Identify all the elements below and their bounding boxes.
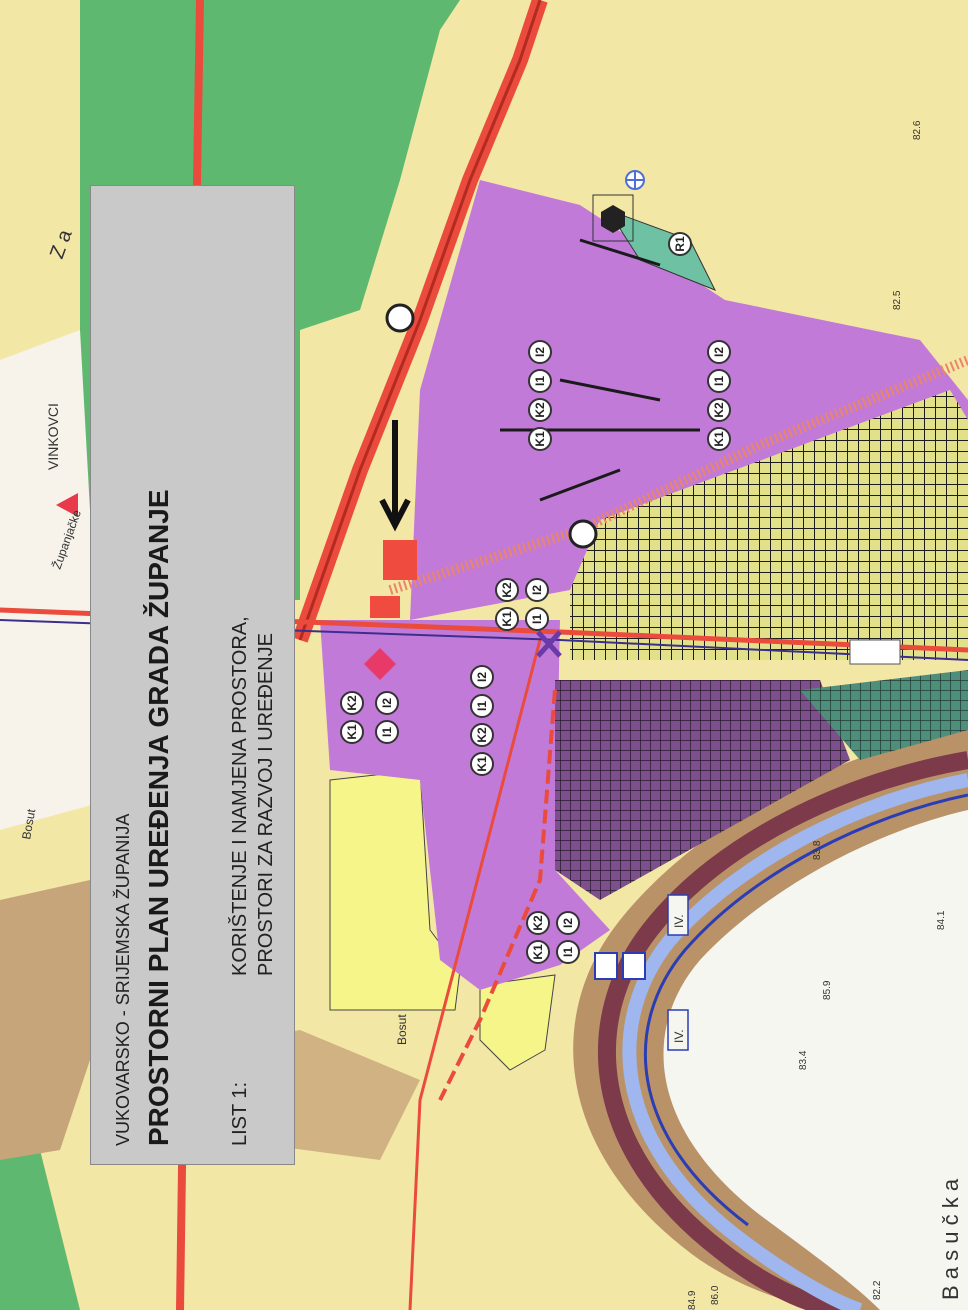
river-zone-tag-south <box>667 1009 689 1051</box>
zone-marker-i2[interactable]: I2 <box>707 340 731 364</box>
elevation-label: 86.0 <box>710 1285 721 1305</box>
development-area-teal <box>800 670 968 760</box>
zone-marker-k1[interactable]: K1 <box>495 607 519 631</box>
river-zone-label-north: IV. <box>672 914 686 928</box>
hexagon-frame <box>592 194 634 242</box>
zone-marker-i2[interactable]: I2 <box>375 691 399 715</box>
elevation-label: 82.2 <box>872 1280 883 1300</box>
brown-area <box>0 880 110 1160</box>
development-area-east <box>570 390 968 660</box>
industrial-zone-north <box>410 180 968 620</box>
urban-area-vinkovci <box>0 330 110 830</box>
river-zone-tag-north <box>667 894 689 936</box>
zone-marker-r1[interactable]: R1 <box>668 232 692 256</box>
place-basucka: B a s u č k a <box>938 1178 963 1300</box>
elevation-label: 83.4 <box>798 1050 809 1070</box>
hexagon-symbol[interactable] <box>601 205 625 233</box>
plan-title: PROSTORNI PLAN UREĐENJA GRADA ŽUPANJE <box>143 489 174 1146</box>
fuel-symbol-1[interactable] <box>383 540 417 580</box>
river-bosut <box>598 751 968 1310</box>
zone-marker-i2[interactable]: I2 <box>525 578 549 602</box>
zone-marker-k1[interactable]: K1 <box>526 940 550 964</box>
forest-area-left <box>0 1150 80 1310</box>
county-name: VUKOVARSKO - SRIJEMSKA ŽUPANIJA <box>113 813 133 1146</box>
elevation-label: 84.9 <box>687 1290 698 1310</box>
zone-marker-i1[interactable]: I1 <box>528 369 552 393</box>
elevation-label: 82.6 <box>912 120 923 140</box>
sheet-description-2: PROSTORI ZA RAZVOJ I UREĐENJE <box>255 632 277 976</box>
river-bosut-line <box>643 793 968 1227</box>
zone-marker-k1[interactable]: K1 <box>707 427 731 451</box>
elevation-label: 85.9 <box>822 980 833 1000</box>
roundabout-north[interactable] <box>385 303 415 333</box>
zone-marker-k2[interactable]: K2 <box>528 398 552 422</box>
zone-marker-k1[interactable]: K1 <box>340 720 364 744</box>
highway-a3-center <box>298 0 542 641</box>
recreation-zone <box>606 209 717 291</box>
zone-marker-i2[interactable]: I2 <box>470 665 494 689</box>
bridge-symbol <box>849 639 901 665</box>
sheet-label: LIST 1: <box>229 1081 251 1146</box>
zone-marker-k1[interactable]: K1 <box>470 752 494 776</box>
road-south <box>408 639 542 1310</box>
elevation-label: 84.1 <box>936 910 947 930</box>
triangle-symbol[interactable] <box>56 493 78 517</box>
title-block: VUKOVARSKO - SRIJEMSKA ŽUPANIJA PROSTORN… <box>90 185 295 1165</box>
elevation-label: 83.8 <box>812 840 823 860</box>
river-interior <box>663 810 968 1310</box>
place-bosut-1: Bosut <box>19 807 38 840</box>
zone-marker-k1[interactable]: K1 <box>528 427 552 451</box>
junction-x-symbol[interactable] <box>536 630 562 658</box>
plus-symbol-cross <box>626 171 644 189</box>
settlement-strip <box>479 974 556 1071</box>
zone-marker-i2[interactable]: I2 <box>528 340 552 364</box>
zone-marker-k2[interactable]: K2 <box>340 691 364 715</box>
boundary-lines <box>500 238 700 502</box>
river-zone-label-south: IV. <box>672 1029 686 1043</box>
river-bosut-inner <box>622 773 968 1310</box>
zone-marker-i1[interactable]: I1 <box>525 607 549 631</box>
roundabout-south[interactable] <box>568 519 598 549</box>
development-area-south <box>555 680 850 900</box>
zone-marker-k2[interactable]: K2 <box>470 723 494 747</box>
elevation-label: 82.5 <box>892 290 903 310</box>
zone-marker-i2[interactable]: I2 <box>556 911 580 935</box>
zone-marker-i1[interactable]: I1 <box>556 940 580 964</box>
arrow-box-1[interactable] <box>594 952 618 980</box>
zone-marker-k2[interactable]: K2 <box>495 578 519 602</box>
sheet-description-1: KORIŠTENJE I NAMJENA PROSTORA, <box>229 616 251 976</box>
road-diagonal <box>388 355 968 595</box>
zone-marker-k2[interactable]: K2 <box>526 911 550 935</box>
place-bosut-2: Bosut <box>395 1014 409 1045</box>
road-dashed <box>438 689 557 1101</box>
place-vinkovci: VINKOVCI <box>45 403 61 470</box>
zone-marker-i1[interactable]: I1 <box>375 720 399 744</box>
fuel-symbol-2[interactable] <box>370 596 400 618</box>
zone-marker-k2[interactable]: K2 <box>707 398 731 422</box>
zone-marker-i1[interactable]: I1 <box>707 369 731 393</box>
arrow-box-2[interactable] <box>622 952 646 980</box>
diamond-symbol[interactable] <box>364 648 396 680</box>
zone-marker-i1[interactable]: I1 <box>470 694 494 718</box>
arrow-symbol <box>379 420 411 532</box>
